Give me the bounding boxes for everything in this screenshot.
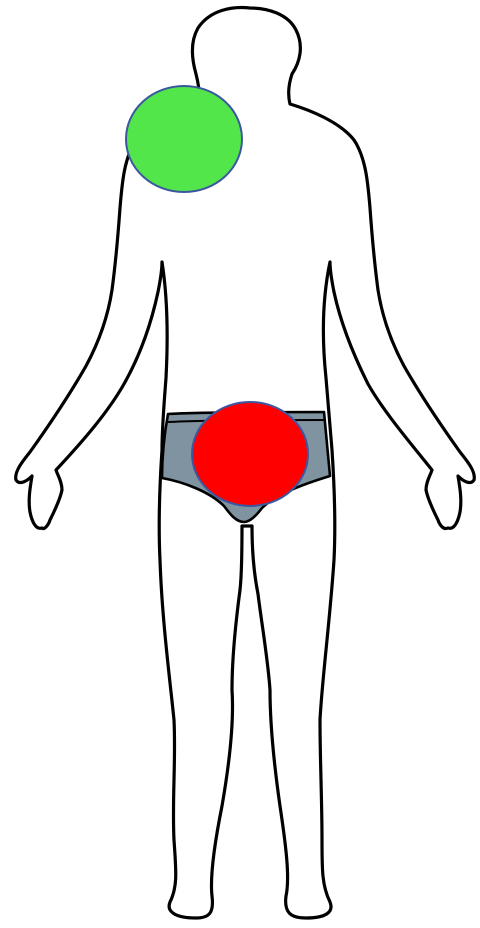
marker-lower-back <box>192 402 308 506</box>
marker-neck-shoulder <box>126 86 242 192</box>
